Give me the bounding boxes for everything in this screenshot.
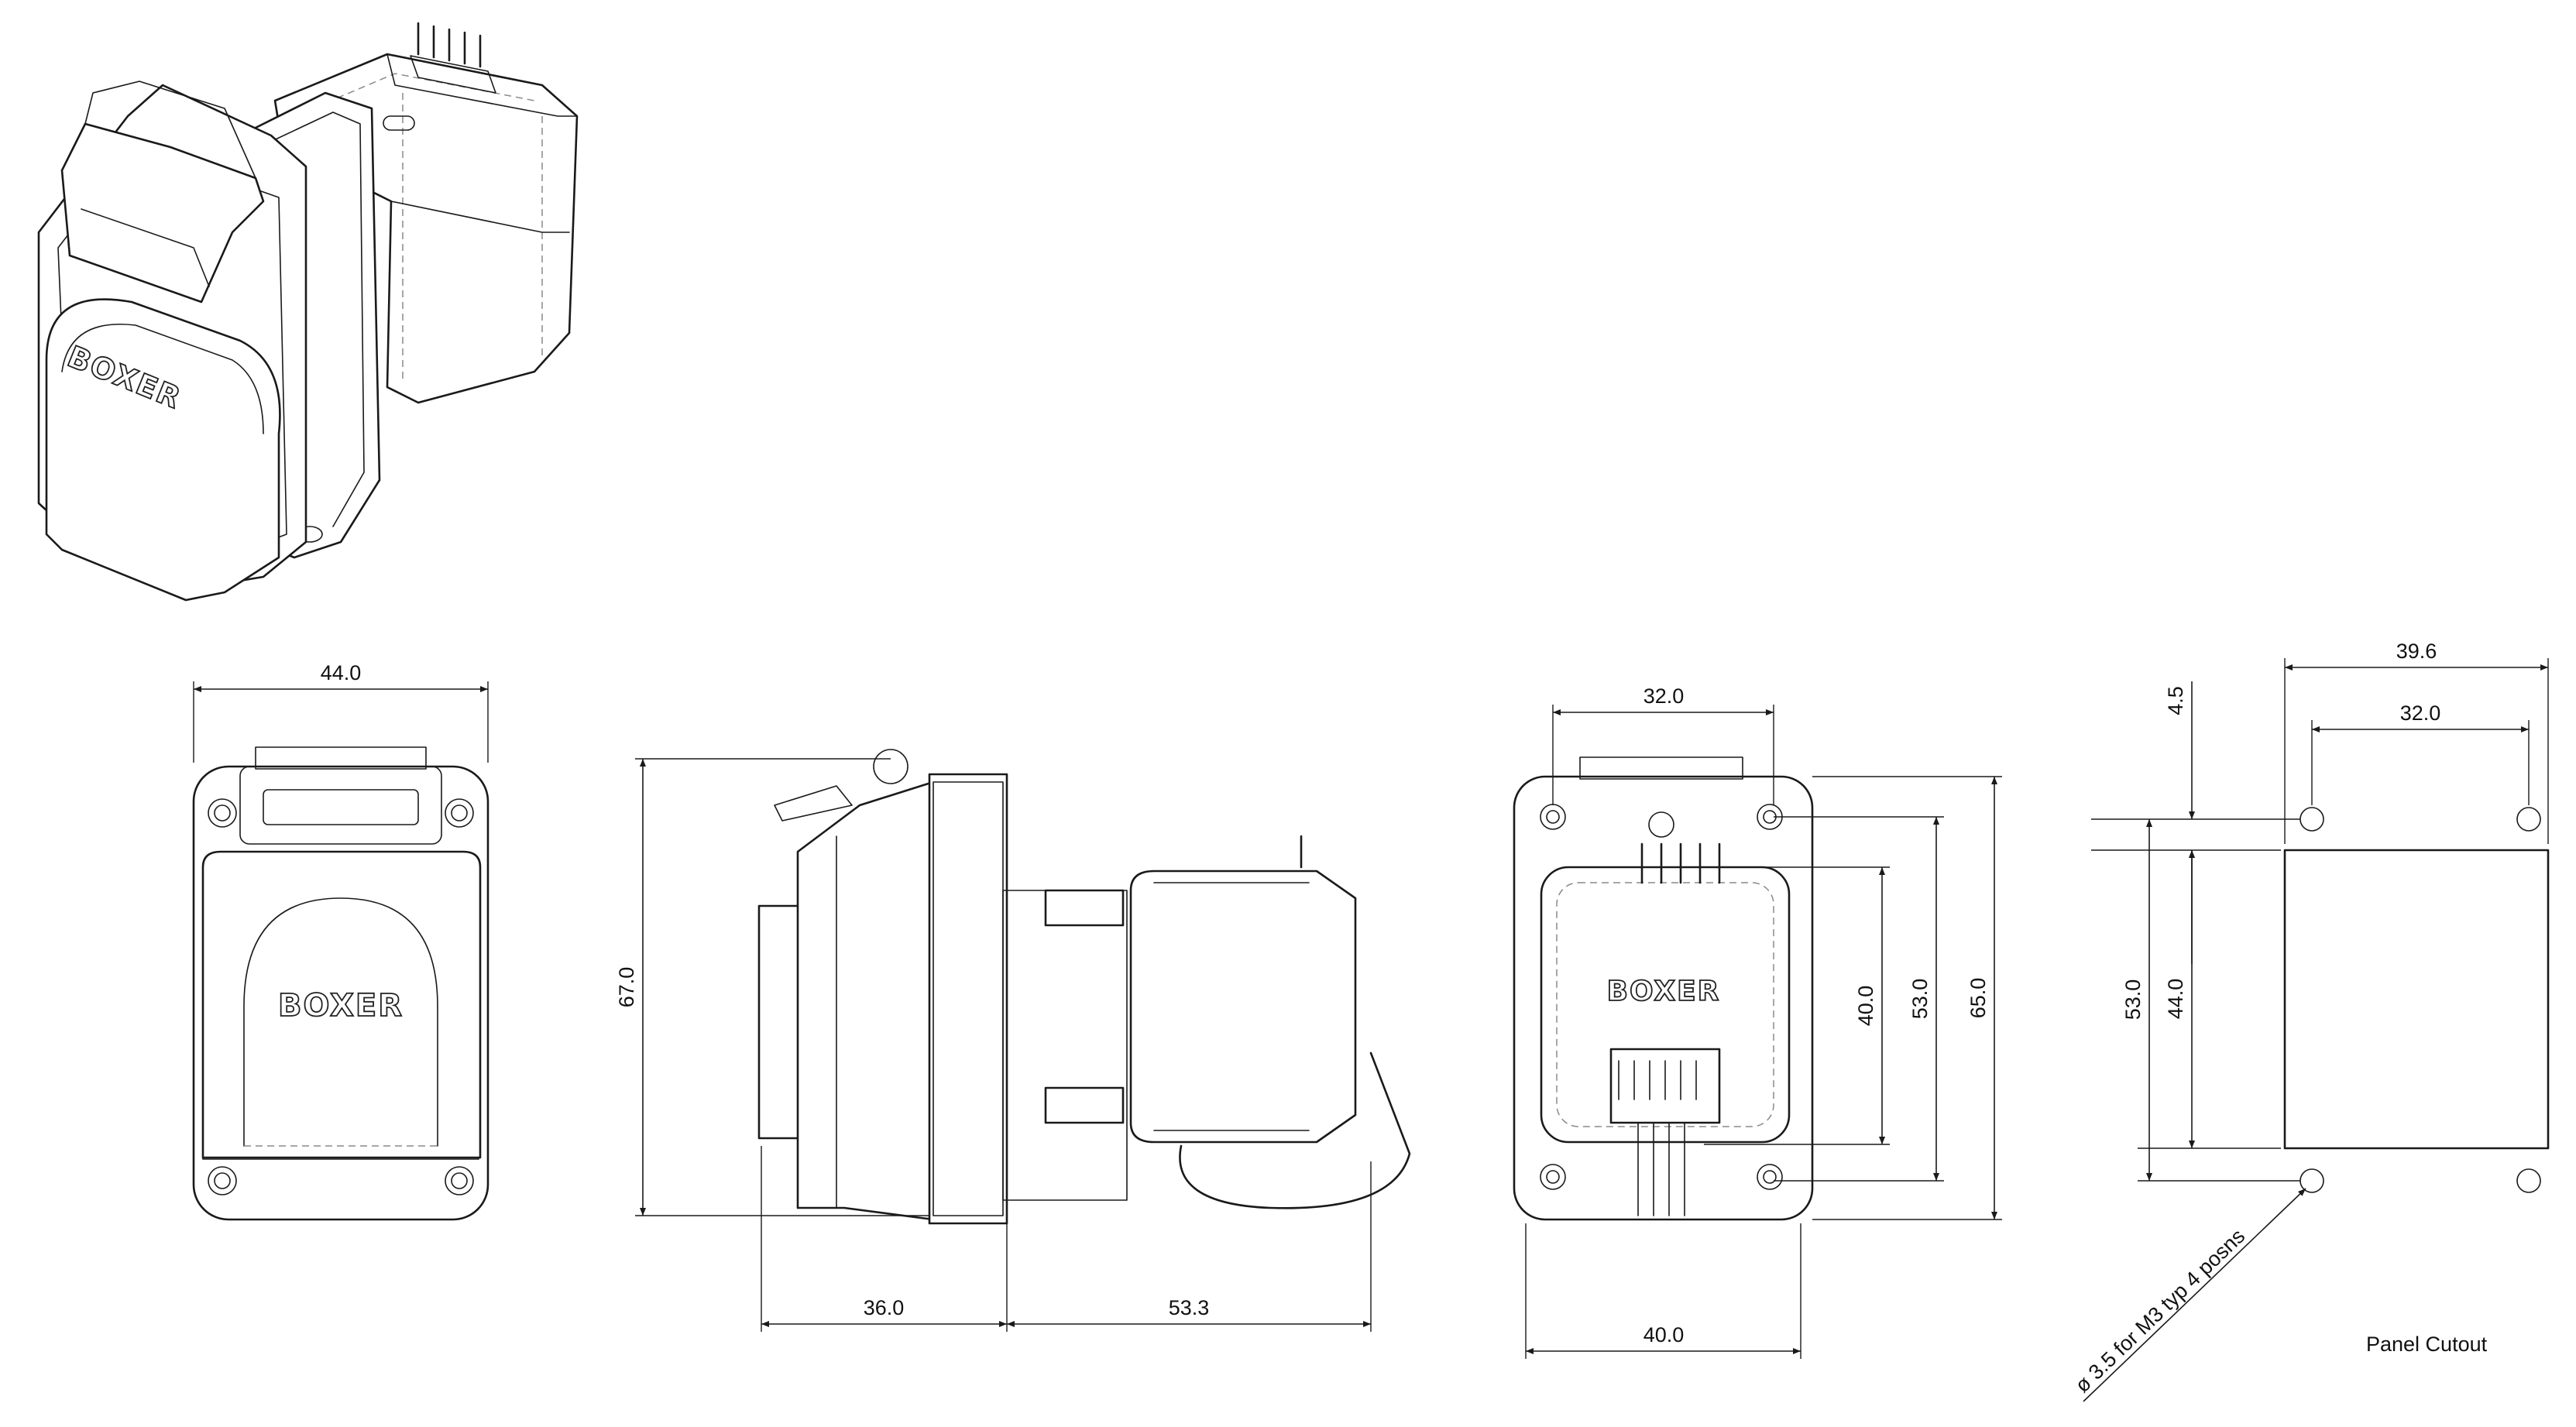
dim-rear-total-height: 65.0 [1966,978,1990,1019]
side-view [757,749,1411,1225]
dim-cutout-top-offset: 4.5 [2164,686,2187,715]
dimension-lines [193,658,2549,1402]
dim-rear-top-width: 32.0 [1643,684,1685,708]
brand-label-rear: BOXER [1607,976,1721,1007]
panel-cutout-view: Panel Cutout [2283,807,2550,1356]
dim-cutout-outer-width: 39.6 [2396,640,2437,663]
dim-rear-bottom-width: 40.0 [1643,1323,1685,1346]
isometric-view: BOXER [37,22,579,602]
dim-side-height: 67.0 [615,967,638,1008]
dimension-labels: 44.0 67.0 36.0 53.3 32.0 40.0 40.0 53.0 … [321,640,2441,1397]
dim-side-rear-depth: 53.3 [1169,1296,1210,1319]
dim-cutout-inner-width: 32.0 [2400,701,2441,725]
dim-rear-inner-height: 40.0 [1854,986,1877,1027]
dim-front-width: 44.0 [321,661,362,684]
dim-cutout-opening-height: 44.0 [2164,979,2187,1020]
hole-callout-note: ø 3.5 for M3 typ 4 posns [2070,1224,2249,1397]
brand-label-front: BOXER [278,988,404,1024]
dim-side-front-depth: 36.0 [864,1296,905,1319]
dim-rear-mid-height: 53.0 [1908,979,1932,1020]
rear-view: BOXER [1513,756,1814,1221]
front-view: BOXER [192,746,489,1221]
dim-cutout-hole-spacing: 53.0 [2121,979,2145,1021]
panel-cutout-label: Panel Cutout [2366,1333,2488,1356]
